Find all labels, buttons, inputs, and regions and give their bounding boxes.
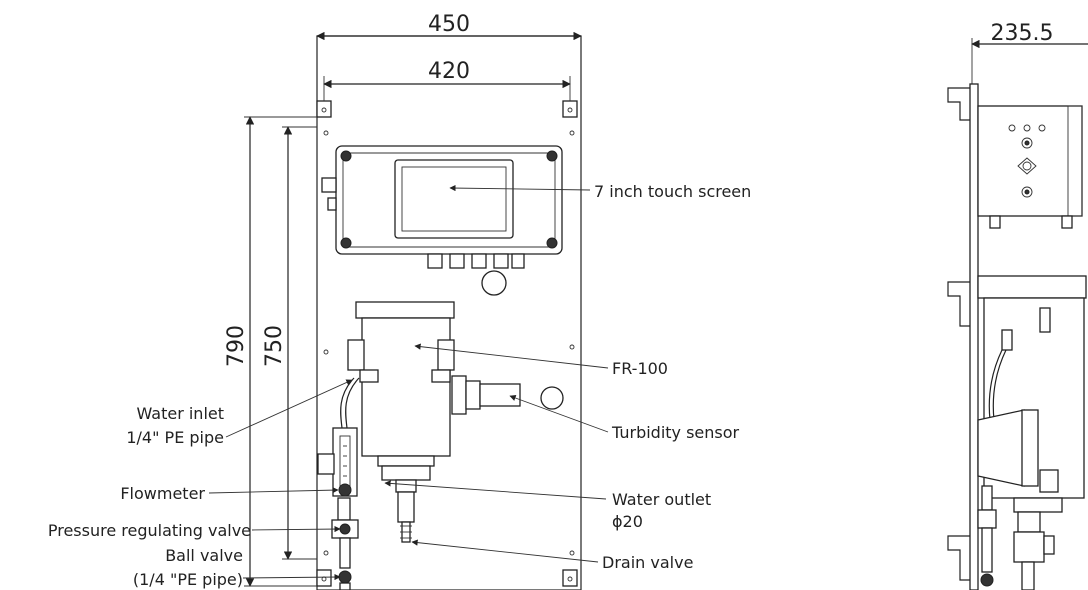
dimension-width-inner: 420 — [428, 59, 470, 84]
mount-tab-top-right — [562, 100, 578, 118]
side-fr100 — [977, 275, 1087, 299]
dimension-lines — [244, 31, 582, 587]
mount-tab-bottom-right — [562, 569, 578, 587]
leader-lines — [208, 184, 609, 581]
label-ball-valve-pipe: (1/4 "PE pipe) — [133, 570, 243, 589]
dimension-height-inner: 750 — [262, 325, 287, 367]
mount-tab-top-left — [316, 100, 332, 118]
label-water-outlet: Water outlet — [612, 490, 711, 509]
label-ball-valve: Ball valve — [165, 546, 243, 565]
turbidity-sensor-part — [451, 375, 564, 415]
fr100-unit — [347, 301, 455, 543]
controller-enclosure — [321, 145, 563, 296]
touch-screen — [394, 159, 514, 239]
dimension-height-outer: 790 — [224, 325, 249, 367]
label-fr100: FR-100 — [612, 359, 668, 378]
label-water-outlet-size: ϕ20 — [612, 512, 643, 531]
label-pressure-valve: Pressure regulating valve — [48, 521, 251, 540]
label-water-inlet-pipe: 1/4" PE pipe — [126, 428, 224, 447]
side-plate — [969, 83, 979, 590]
label-touch-screen: 7 inch touch screen — [594, 182, 751, 201]
label-drain-valve: Drain valve — [602, 553, 693, 572]
label-turbidity-sensor: Turbidity sensor — [611, 423, 740, 442]
label-flowmeter: Flowmeter — [120, 484, 205, 503]
front-view: 450 420 790 750 7 inch touch screen FR-1… — [48, 12, 751, 590]
side-view: 235.5 — [947, 21, 1088, 590]
dimension-side-depth: 235.5 — [991, 21, 1054, 46]
label-water-inlet: Water inlet — [136, 404, 224, 423]
inlet-and-flowmeter — [317, 377, 360, 590]
mount-tab-bottom-left — [316, 569, 332, 587]
dimension-width-outer: 450 — [428, 12, 470, 37]
